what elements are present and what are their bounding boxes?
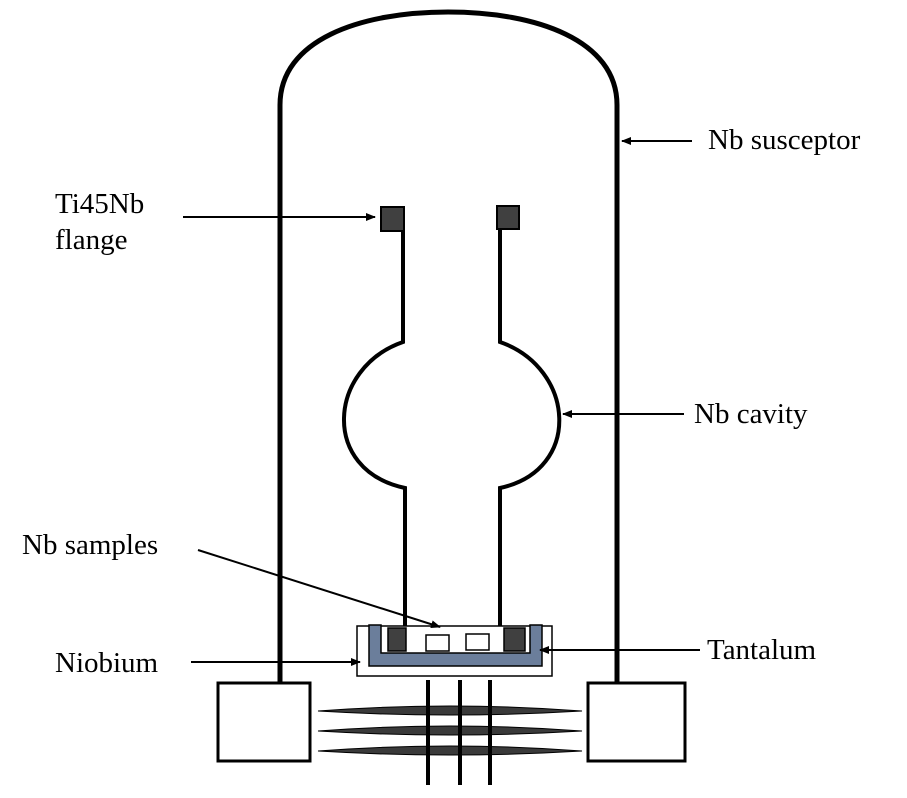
ti45nb-flange-left [380, 206, 405, 232]
label-tantalum: Tantalum [707, 634, 817, 666]
nb-sample-1 [425, 634, 450, 652]
base-support-right [586, 681, 687, 763]
nb-susceptor [277, 9, 620, 685]
nb-sample-2 [465, 633, 490, 651]
arrow-nb-samples [197, 549, 441, 629]
tantalum-tray [368, 624, 543, 667]
heater-coil [317, 745, 583, 756]
label-ti45nb-flange-line2: flange [55, 224, 128, 256]
label-ti45nb-flange-line1: Ti45Nb [55, 188, 145, 220]
heater-coil [317, 725, 583, 736]
label-nb-cavity: Nb cavity [694, 398, 808, 430]
support-rods [426, 680, 492, 785]
label-nb-susceptor: Nb susceptor [708, 124, 861, 156]
heater-coils [317, 705, 583, 756]
heater-coil [317, 705, 583, 716]
cavity-foot-right [503, 627, 526, 652]
label-nb-samples: Nb samples [22, 529, 159, 561]
label-niobium: Niobium [55, 647, 159, 679]
base-support-left [216, 681, 312, 763]
nb-cavity [342, 229, 562, 630]
pointer-arrows [183, 137, 700, 666]
cavity-foot-left [387, 627, 407, 652]
ti45nb-flange-right [496, 205, 520, 230]
